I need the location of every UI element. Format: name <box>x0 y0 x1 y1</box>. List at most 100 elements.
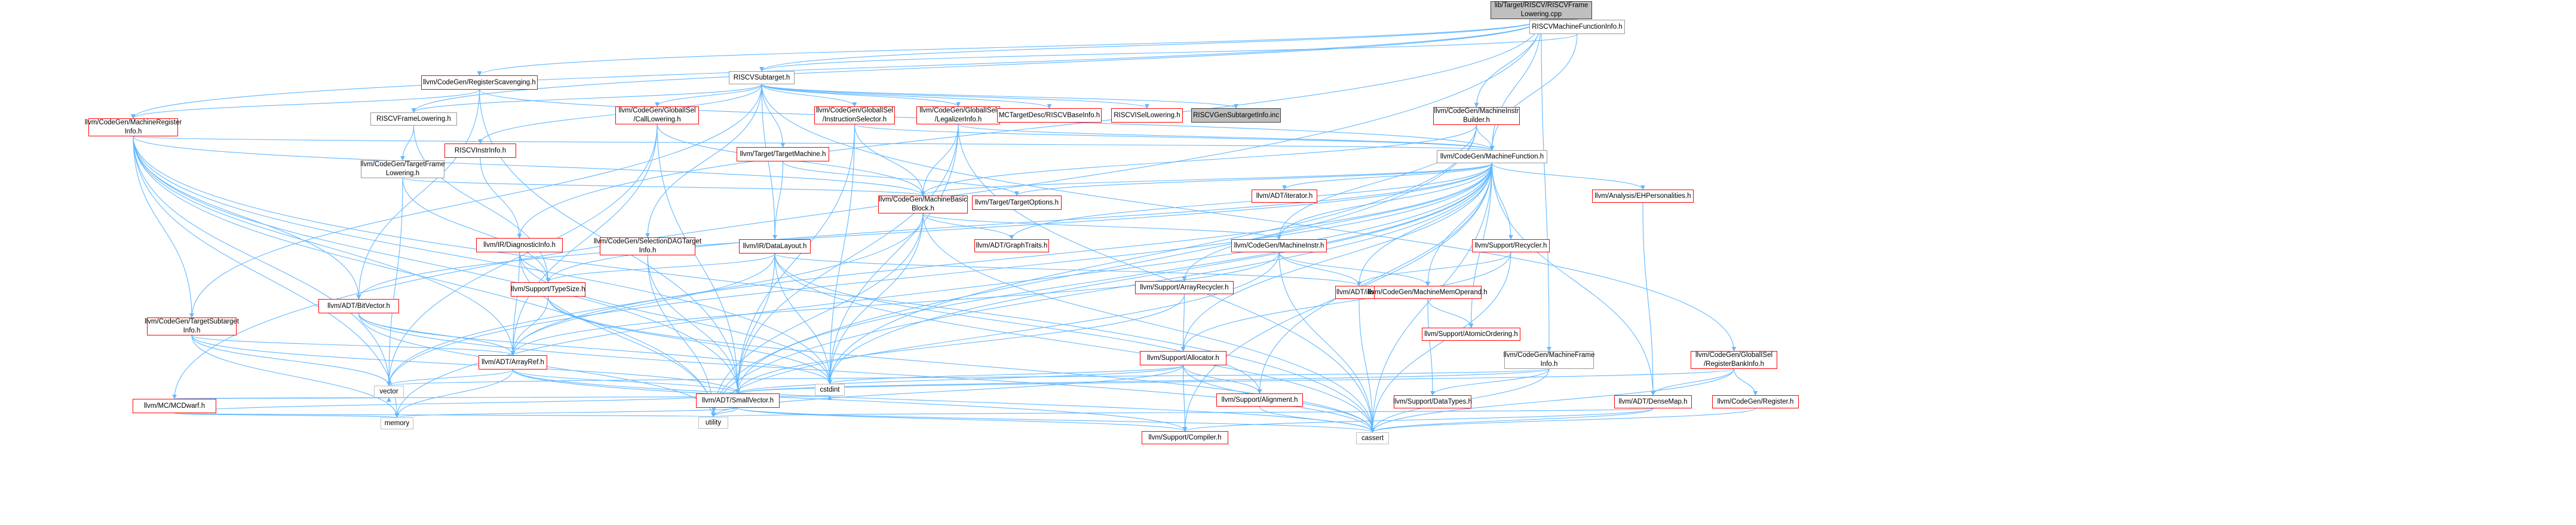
node-cassert[interactable]: cassert <box>1356 432 1389 444</box>
edge-mf-to-topts <box>1014 163 1493 196</box>
edge-mcdwarf-to-memory <box>174 413 399 418</box>
node-rvframelow[interactable]: RISCVFrameLowering.h <box>370 112 457 126</box>
node-mf[interactable]: llvm/CodeGen/MachineFunction.h <box>1437 150 1547 163</box>
node-isel[interactable]: RISCVISelLowering.h <box>1111 108 1183 123</box>
edge-mfi-to-vector <box>387 368 1550 386</box>
node-smallvector[interactable]: llvm/ADT/SmallVector.h <box>696 393 780 408</box>
node-instrinfo[interactable]: RISCVInstrInfo.h <box>444 144 516 158</box>
edge-mf-to-typesize <box>545 163 1493 283</box>
node-recycler[interactable]: llvm/Support/Recycler.h <box>1472 239 1550 252</box>
node-seldag[interactable]: llvm/CodeGen/SelectionDAGTarget Info.h <box>594 237 701 255</box>
node-arrayrecycler[interactable]: llvm/Support/ArrayRecycler.h <box>1135 281 1234 294</box>
edge-root-to-mcdwarf <box>172 19 1542 399</box>
edge-tfl-to-typesize <box>402 178 551 283</box>
node-memory[interactable]: memory <box>381 417 413 429</box>
node-datatypes[interactable]: llvm/Support/DataTypes.h <box>1393 395 1472 408</box>
node-mmo[interactable]: llvm/CodeGen/MachineMemOperand.h <box>1368 286 1488 299</box>
edge-mib-to-cstdint <box>827 124 1477 384</box>
edge-mf-to-ilist <box>1357 163 1493 286</box>
node-mbb[interactable]: llvm/CodeGen/MachineBasic Block.h <box>878 196 968 213</box>
edge-mi-to-utility <box>711 252 1280 417</box>
node-mcbase[interactable]: MCTargetDesc/RISCVBaseInfo.h <box>997 108 1102 123</box>
node-allocator[interactable]: llvm/Support/Allocator.h <box>1140 351 1226 365</box>
node-tsi[interactable]: llvm/CodeGen/TargetSubtarget Info.h <box>145 318 239 335</box>
edge-arrayref-to-vector <box>387 369 514 386</box>
edge-mi-to-ilist <box>1278 252 1361 286</box>
node-diag[interactable]: llvm/IR/DiagnosticInfo.h <box>476 238 563 252</box>
edge-gisel-to-smallvector <box>735 124 855 394</box>
node-typesize[interactable]: llvm/Support/TypeSize.h <box>511 282 585 297</box>
edge-dl-to-cstdint <box>774 253 832 384</box>
node-tfl[interactable]: llvm/CodeGen/TargetFrame Lowering.h <box>360 160 445 178</box>
node-atomic[interactable]: llvm/Support/AtomicOrdering.h <box>1422 328 1520 341</box>
node-label: RISCVInstrInfo.h <box>454 146 507 154</box>
node-compiler[interactable]: llvm/Support/Compiler.h <box>1142 431 1228 444</box>
node-tm[interactable]: llvm/Target/TargetMachine.h <box>737 147 829 161</box>
node-regscav[interactable]: llvm/CodeGen/RegisterScavenging.h <box>421 75 538 90</box>
node-label: llvm/CodeGen/TargetSubtarget Info.h <box>145 318 239 334</box>
edge-smallvector-to-memory <box>395 407 738 418</box>
node-arrayref[interactable]: llvm/ADT/ArrayRef.h <box>479 355 547 370</box>
node-topts[interactable]: llvm/Target/TargetOptions.h <box>972 196 1062 210</box>
edge-bitvector-to-cassert <box>358 313 1375 433</box>
edge-regscav-to-mri <box>131 89 480 119</box>
edge-mf-to-bitvector <box>356 163 1493 300</box>
edge-arrayref-to-compiler <box>512 369 1188 432</box>
node-mcdwarf[interactable]: llvm/MC/MCDwarf.h <box>133 399 216 413</box>
node-register[interactable]: llvm/CodeGen/Register.h <box>1712 395 1799 408</box>
node-label: llvm/ADT/GraphTraits.h <box>976 242 1048 249</box>
node-label: llvm/Support/DataTypes.h <box>1393 398 1472 405</box>
edge-mf-to-cstdint <box>827 163 1493 384</box>
node-rvmfi[interactable]: RISCVMachineFunctionInfo.h <box>1529 20 1625 34</box>
edge-ilist-to-cassert <box>1358 298 1375 433</box>
node-label: llvm/ADT/SmallVector.h <box>701 396 774 404</box>
node-utility[interactable]: utility <box>698 417 728 429</box>
node-bitvector[interactable]: llvm/ADT/BitVector.h <box>318 299 399 313</box>
edge-mri-to-mf <box>133 136 1494 151</box>
edge-mri-to-memory <box>133 136 400 418</box>
edge-diag-to-cstdint <box>519 252 832 384</box>
node-mri[interactable]: llvm/CodeGen/MachineRegister Info.h <box>85 118 182 136</box>
node-label: llvm/Support/Allocator.h <box>1147 354 1219 362</box>
node-graphtraits[interactable]: llvm/ADT/GraphTraits.h <box>974 239 1049 252</box>
edge-mi-to-mmo <box>1278 252 1430 286</box>
edge-subtarget-to-tm <box>761 84 786 148</box>
edge-subtarget-to-seldag <box>645 84 762 238</box>
node-label: lib/Target/RISCV/RISCVFrame Lowering.cpp <box>1494 2 1588 18</box>
node-label: llvm/ADT/ArrayRef.h <box>482 358 544 366</box>
edge-alignment-to-cassert <box>1259 406 1375 433</box>
node-mi[interactable]: llvm/CodeGen/MachineInstr.h <box>1231 239 1327 252</box>
node-ehpers[interactable]: llvm/Analysis/EHPersonalities.h <box>1592 190 1694 203</box>
node-iterator[interactable]: llvm/ADT/iterator.h <box>1252 190 1317 203</box>
node-mib[interactable]: llvm/CodeGen/MachineInstr Builder.h <box>1433 107 1520 125</box>
node-root[interactable]: lib/Target/RISCV/RISCVFrame Lowering.cpp <box>1491 1 1592 19</box>
node-mfi[interactable]: llvm/CodeGen/MachineFrame Info.h <box>1504 351 1594 369</box>
edge-root-to-diag <box>517 19 1542 239</box>
edge-rbi-to-smallvector <box>735 368 1735 394</box>
node-gisel[interactable]: llvm/CodeGen/GlobalISel /InstructionSele… <box>814 106 895 124</box>
edge-mri-to-vector <box>133 136 391 386</box>
node-dl[interactable]: llvm/IR/DataLayout.h <box>739 239 811 254</box>
node-label: llvm/CodeGen/MachineBasic Block.h <box>879 196 967 212</box>
node-vector[interactable]: vector <box>374 386 404 398</box>
node-ilist[interactable]: llvm/ADT/ilist.h <box>1335 286 1383 299</box>
node-alignment[interactable]: llvm/Support/Alignment.h <box>1216 393 1303 407</box>
node-subtarget[interactable]: RISCVSubtarget.h <box>729 71 795 84</box>
edge-mf-to-recycler <box>1491 163 1513 240</box>
node-densemap[interactable]: llvm/ADT/DenseMap.h <box>1614 395 1692 408</box>
edge-mri-to-bitvector <box>133 136 361 300</box>
edge-dl-to-ilist <box>774 253 1361 286</box>
edge-mf-to-iterator <box>1282 163 1493 190</box>
node-label: llvm/CodeGen/MachineInstr.h <box>1234 242 1324 249</box>
edge-subtarget-to-gcall <box>655 84 762 107</box>
node-legal[interactable]: llvm/CodeGen/GlobalISel /LegalizerInfo.h <box>916 106 1000 124</box>
node-gcall[interactable]: llvm/CodeGen/GlobalISel /CallLowering.h <box>615 106 699 124</box>
edge-instrinfo-to-diag <box>480 157 522 239</box>
edge-smallvector-to-compiler <box>737 407 1188 432</box>
edge-mbb-to-graphtraits <box>922 213 1014 240</box>
node-cstdint[interactable]: cstdint <box>815 384 845 396</box>
node-rbi[interactable]: llvm/CodeGen/GlobalISel /RegisterBankInf… <box>1691 351 1777 369</box>
edge-mf-to-utility <box>711 163 1493 417</box>
edge-legal-to-mbb <box>921 124 959 196</box>
node-label: vector <box>379 387 398 395</box>
